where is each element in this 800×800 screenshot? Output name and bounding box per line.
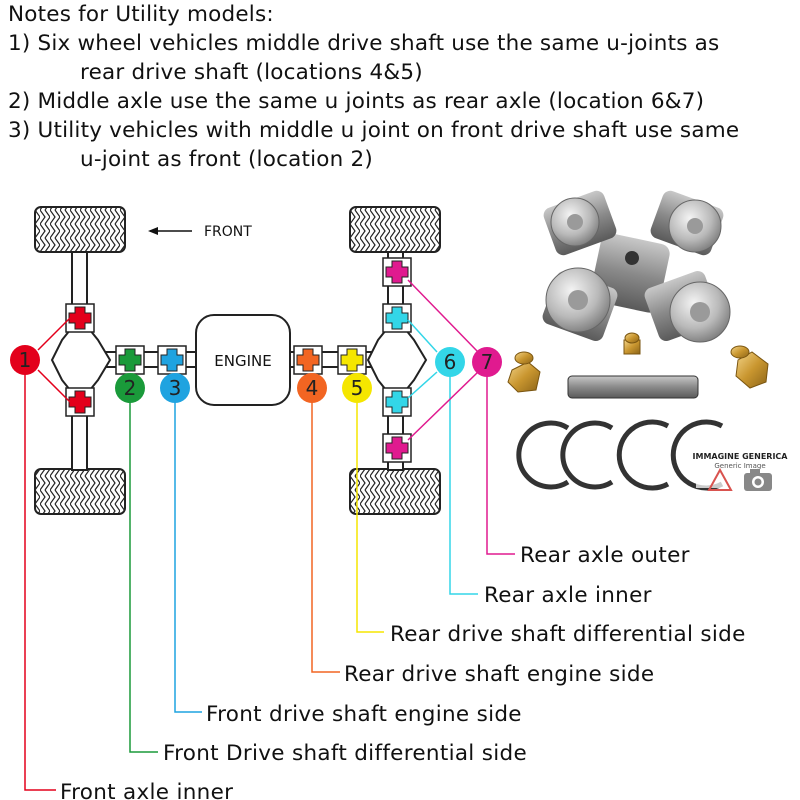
location-number-2: 2 [124, 376, 137, 400]
location-number-1: 1 [19, 348, 32, 372]
front-arrow-icon [148, 227, 192, 235]
engine-label: ENGINE [214, 352, 271, 370]
u-joint-7-cross [382, 433, 412, 463]
note-2-line-1: 2) Middle axle use the same u joints as … [8, 89, 705, 114]
location-number-7: 7 [481, 350, 494, 374]
callout-lines [24, 279, 515, 791]
location-badge-2: 2 [115, 373, 145, 403]
tire-front-right [349, 206, 441, 253]
u-joint-4-cross [293, 345, 323, 375]
location-badge-1: 1 [10, 345, 40, 375]
u-joint-1-cross [65, 387, 95, 417]
label-1: Front axle inner [60, 780, 233, 800]
tire-rear-left [34, 468, 126, 515]
label-4: Rear drive shaft engine side [344, 662, 654, 687]
tire-front-left [34, 206, 126, 253]
watermark-line-1: IMMAGINE GENERICA [693, 452, 789, 461]
tire-rear-right [349, 468, 441, 515]
rear-differential [366, 329, 428, 391]
u-joint-7-cross [382, 257, 412, 287]
note-1-line-2: rear drive shaft (locations 4&5) [80, 60, 423, 85]
u-joint-3-cross [157, 345, 187, 375]
front-differential [50, 329, 112, 391]
note-3-line-1: 3) Utility vehicles with middle u joint … [8, 118, 740, 143]
location-number-4: 4 [306, 376, 319, 400]
engine-block [195, 314, 291, 406]
label-6: Rear axle inner [484, 583, 652, 608]
u-joint-kit-photo [507, 190, 769, 491]
label-5: Rear drive shaft differential side [390, 622, 746, 647]
location-number-3: 3 [169, 376, 182, 400]
label-3: Front drive shaft engine side [206, 702, 522, 727]
label-7: Rear axle outer [520, 543, 690, 568]
u-joint-6-cross [382, 303, 412, 333]
location-badge-3: 3 [160, 373, 190, 403]
callout-labels: Rear axle outer Rear axle inner Rear dri… [60, 543, 746, 800]
note-1-line-1: 1) Six wheel vehicles middle drive shaft… [8, 31, 720, 56]
u-joint-5-cross [337, 345, 367, 375]
u-joint-6-cross [382, 387, 412, 417]
label-2: Front Drive shaft differential side [163, 741, 527, 766]
note-3-line-2: u-joint as front (location 2) [80, 147, 373, 172]
location-number-6: 6 [444, 350, 457, 374]
u-joint-2-cross [115, 345, 145, 375]
front-label: FRONT [204, 224, 252, 240]
camera-icon [744, 469, 772, 491]
location-badge-6: 6 [435, 347, 465, 377]
location-number-5: 5 [351, 376, 364, 400]
u-joint-1-cross [65, 303, 95, 333]
location-badge-7: 7 [472, 347, 502, 377]
notes-title: Notes for Utility models: [8, 2, 274, 27]
location-badge-5: 5 [342, 373, 372, 403]
watermark-line-2: Generic Image [714, 462, 765, 470]
generic-image-watermark: IMMAGINE GENERICA Generic Image [693, 448, 789, 491]
location-badge-4: 4 [297, 373, 327, 403]
notes-block: Notes for Utility models: 1) Six wheel v… [8, 0, 798, 174]
warning-triangle-icon [707, 467, 733, 491]
